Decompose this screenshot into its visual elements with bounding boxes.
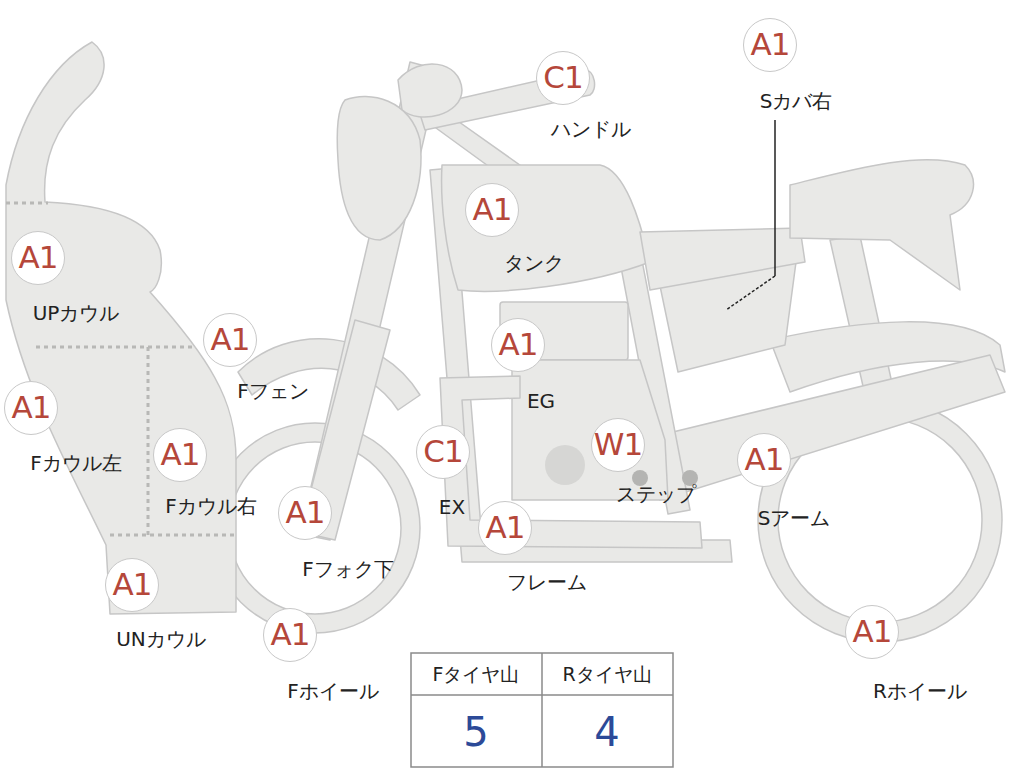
part-name: Sアーム <box>756 505 833 532</box>
part-name: Fフォク下 <box>300 556 396 583</box>
headlight <box>337 96 421 240</box>
seat-base <box>640 228 805 290</box>
engine-cover <box>545 445 585 485</box>
damage-circle: A1Sアーム <box>737 433 791 487</box>
damage-circle: A1タンク <box>465 183 519 237</box>
part-name: ハンドル <box>549 116 633 143</box>
damage-code: A1 <box>211 321 250 357</box>
seat <box>790 160 973 290</box>
damage-code: A1 <box>499 326 538 362</box>
damage-code: A1 <box>161 436 200 472</box>
engine-block <box>512 360 668 500</box>
leader-line <box>774 120 776 276</box>
damage-code: A1 <box>271 616 310 652</box>
damage-circle: A1Fカウル右 <box>153 428 207 482</box>
part-name: EX <box>437 495 467 519</box>
table-value: 5 <box>463 709 488 755</box>
damage-code: A1 <box>486 509 525 545</box>
damage-code: A1 <box>113 566 152 602</box>
front-cowl <box>6 42 236 614</box>
damage-circle: W1ステップ <box>591 418 645 472</box>
part-name: EG <box>525 389 557 413</box>
damage-circle: A1Fカウル左 <box>4 381 58 435</box>
table-header: Rタイヤ山 <box>562 662 651 688</box>
damage-circle: A1フレーム <box>478 501 532 555</box>
part-name: Rホイール <box>871 678 969 705</box>
damage-code: A1 <box>473 191 512 227</box>
part-name: Fカウル右 <box>163 493 259 520</box>
damage-circle: A1EG <box>491 318 545 372</box>
part-name: Sカバ右 <box>758 88 835 115</box>
part-name: Fホイール <box>285 678 381 705</box>
damage-circle: A1Fホイール <box>263 608 317 662</box>
table-header: Fタイヤ山 <box>433 662 520 688</box>
table-value: 4 <box>594 709 619 755</box>
damage-code: W1 <box>594 426 642 462</box>
damage-code: A1 <box>745 441 784 477</box>
damage-circle: A1Sカバ右 <box>743 18 797 72</box>
fuel-tank <box>442 165 650 291</box>
damage-code: A1 <box>19 239 58 275</box>
leader-line <box>726 276 775 310</box>
part-name: ステップ <box>614 481 698 508</box>
tire-table <box>411 653 673 767</box>
part-name: Fカウル左 <box>28 450 124 477</box>
damage-circle: A1UPカウル <box>11 231 65 285</box>
damage-circle: C1ハンドル <box>536 51 590 105</box>
damage-code: C1 <box>543 59 582 95</box>
mirror <box>398 64 462 117</box>
front-wheel <box>210 423 420 633</box>
part-name: UNカウル <box>114 626 208 653</box>
damage-code: C1 <box>423 433 462 469</box>
damage-code: A1 <box>853 613 892 649</box>
damage-code: A1 <box>751 26 790 62</box>
damage-code: A1 <box>286 494 325 530</box>
damage-code: A1 <box>12 389 51 425</box>
part-name: UPカウル <box>31 300 122 327</box>
part-name: Fフェン <box>235 378 311 405</box>
part-name: フレーム <box>505 569 589 596</box>
damage-circle: A1Fフェン <box>203 313 257 367</box>
damage-circle: A1UNカウル <box>105 558 159 612</box>
damage-circle: A1Rホイール <box>845 605 899 659</box>
front-fork <box>300 62 440 540</box>
damage-circle: C1EX <box>416 425 470 479</box>
damage-circle: A1Fフォク下 <box>278 486 332 540</box>
cowl-dividers <box>6 203 236 535</box>
part-name: タンク <box>502 250 566 277</box>
swing-arm <box>640 355 1005 500</box>
